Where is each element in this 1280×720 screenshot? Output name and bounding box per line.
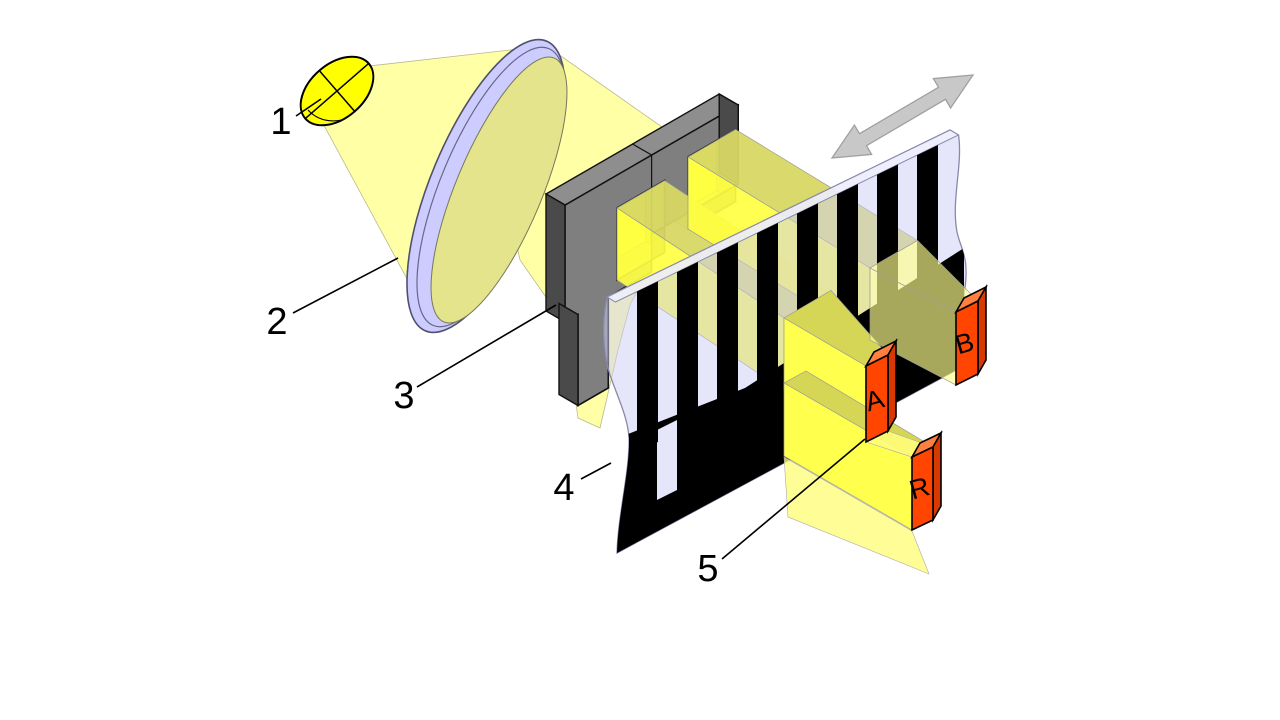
label-detectors: 5 (697, 548, 718, 590)
label-mask: 3 (393, 375, 414, 417)
lens (406, 38, 568, 334)
detector-b: B (952, 283, 989, 387)
light-bulb-icon (299, 55, 375, 127)
label-scale: 4 (553, 467, 574, 509)
label-light-source: 1 (270, 101, 291, 143)
label-lens: 2 (266, 301, 287, 343)
callouts: 1 2 3 4 5 (266, 98, 866, 590)
detector-a: A (862, 337, 899, 444)
movement-arrow-icon (830, 74, 975, 159)
